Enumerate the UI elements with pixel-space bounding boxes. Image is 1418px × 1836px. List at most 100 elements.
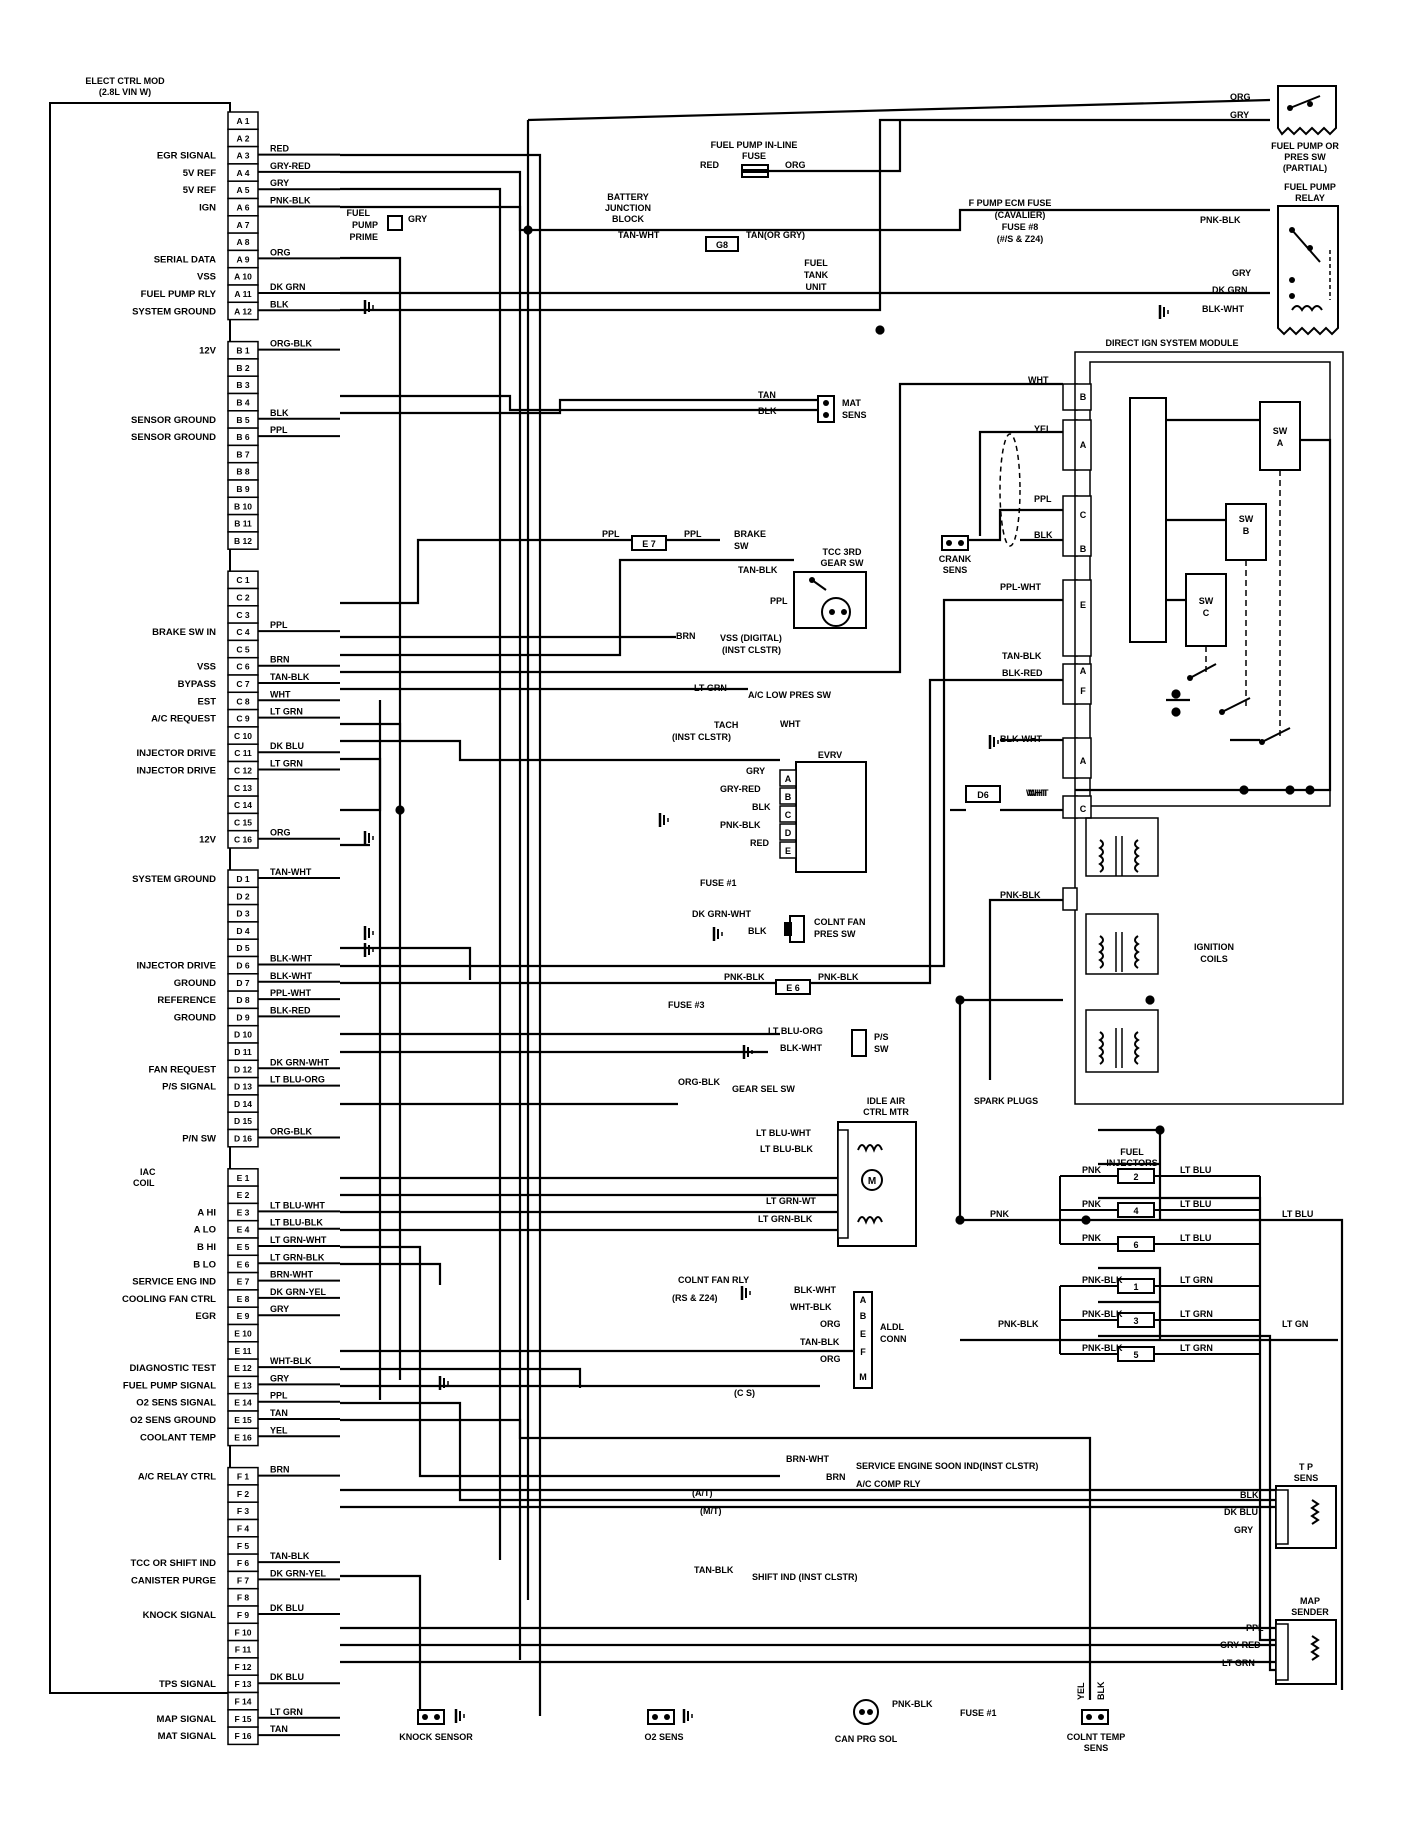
ecm-func-e13: FUEL PUMP SIGNAL (123, 1380, 216, 1391)
ecm-wire-b1: ORG-BLK (270, 339, 312, 349)
ecm-pin-label: E 15 (234, 1415, 252, 1425)
svg-text:SERVICE ENGINE SOON IND(INST C: SERVICE ENGINE SOON IND(INST CLSTR) (856, 1461, 1038, 1471)
svg-text:GRY: GRY (408, 214, 427, 224)
svg-text:C: C (1080, 804, 1087, 814)
svg-text:GRY: GRY (1232, 268, 1251, 278)
svg-text:BLK: BLK (748, 926, 767, 936)
wire-path (340, 558, 794, 657)
ecm-pin-label: B 10 (234, 501, 252, 511)
at-mt-labels: (A/T) (M/T) (692, 1488, 722, 1516)
ecm-wire-d16: ORG-BLK (270, 1127, 312, 1137)
svg-text:DK GRN: DK GRN (1212, 285, 1248, 295)
ecm-wire-e5: LT GRN-WHT (270, 1235, 327, 1245)
svg-text:TAN-BLK: TAN-BLK (800, 1337, 840, 1347)
direct-ign-system-module: DIRECT IGN SYSTEM MODULE SW A SW B SW C … (1000, 338, 1344, 1105)
wire-path (340, 1574, 422, 1716)
ecm-func-e16: COOLANT TEMP (140, 1432, 217, 1443)
ecm-pin-label: C 11 (234, 748, 252, 758)
svg-text:INJECTORS: INJECTORS (1106, 1158, 1157, 1168)
svg-text:WHT-BLK: WHT-BLK (790, 1302, 832, 1312)
svg-text:PPL: PPL (1034, 494, 1052, 504)
svg-text:B: B (785, 792, 792, 802)
svg-text:DIRECT IGN SYSTEM MODULE: DIRECT IGN SYSTEM MODULE (1105, 338, 1238, 348)
svg-text:FUSE #8: FUSE #8 (1002, 222, 1039, 232)
svg-text:A: A (860, 1295, 867, 1305)
ecm-pin-b12 (227, 531, 259, 550)
svg-text:B: B (1080, 392, 1087, 402)
svg-text:BLK-WHT: BLK-WHT (794, 1285, 836, 1295)
svg-text:SENS: SENS (842, 410, 867, 420)
svg-text:CTRL MTR: CTRL MTR (863, 1107, 909, 1117)
ecm-wire-f6: TAN-BLK (270, 1551, 310, 1561)
ecm-wire-c11: DK BLU (270, 741, 304, 751)
ecm-pin-label: E 4 (237, 1225, 250, 1235)
ground-icon (658, 813, 669, 827)
svg-text:UNIT: UNIT (806, 282, 827, 292)
svg-text:PPL: PPL (1246, 1623, 1264, 1633)
svg-text:WHT: WHT (1026, 788, 1047, 798)
svg-text:G8: G8 (716, 240, 728, 250)
fuel-pump-inline-fuse: FUEL PUMP IN-LINE FUSE RED ORG (700, 140, 806, 178)
ecm-pin-label: E 16 (234, 1432, 252, 1442)
ecm-func-e3: A HI (197, 1207, 216, 1218)
ecm-pin-label: B 9 (236, 484, 250, 494)
ecm-pin-label: E 1 (237, 1173, 250, 1183)
ecm-pin-label: E 5 (237, 1242, 250, 1252)
svg-text:LT BLU-BLK: LT BLU-BLK (760, 1144, 813, 1154)
coil-winding (1098, 935, 1104, 969)
svg-text:GRY: GRY (1234, 1525, 1253, 1535)
ecm-pin-label: B 6 (236, 432, 250, 442)
svg-text:PNK-BLK: PNK-BLK (892, 1699, 933, 1709)
injector-feed-pnkblk: PNK-BLK (998, 1319, 1039, 1329)
ecm-pin-label: C 8 (236, 696, 250, 706)
ecm-pin-label: B 5 (236, 415, 250, 425)
svg-text:BLK-WHT: BLK-WHT (1000, 734, 1042, 744)
junction-dot (1171, 707, 1181, 717)
ecm-pin-label: D 15 (234, 1116, 252, 1126)
wire-path (340, 256, 402, 1380)
ecm-pin-label: C 6 (236, 662, 250, 672)
coolant-temp-sensor: COLNT TEMP SENS YEL BLK (1067, 1681, 1126, 1753)
svg-text:LT BLU-WHT: LT BLU-WHT (756, 1128, 811, 1138)
wire-path (1160, 1334, 1276, 1672)
ecm-pin-label: A 5 (237, 185, 250, 195)
wire-path (340, 1156, 842, 1197)
svg-text:E: E (1080, 600, 1086, 610)
svg-text:BRN: BRN (826, 1472, 846, 1482)
svg-text:SW: SW (1239, 514, 1254, 524)
fuel-pump-pres-switch: FUEL PUMP OR PRES SW (PARTIAL) ORG GRY (1230, 85, 1339, 173)
svg-text:BLK-RED: BLK-RED (1002, 668, 1043, 678)
svg-text:(RS & Z24): (RS & Z24) (672, 1293, 718, 1303)
injector-number: 6 (1133, 1240, 1138, 1250)
ecm-wire-f15: LT GRN (270, 1707, 303, 1717)
ecm-func-e8: COOLING FAN CTRL (122, 1294, 216, 1305)
wire-path (340, 700, 382, 812)
svg-text:T P: T P (1299, 1462, 1313, 1472)
ecm-func-e9: EGR (195, 1311, 216, 1322)
svg-text:COILS: COILS (1200, 954, 1228, 964)
ecm-pin-label: D 5 (236, 943, 250, 953)
svg-text:IGNITION: IGNITION (1194, 942, 1234, 952)
svg-text:KNOCK SENSOR: KNOCK SENSOR (399, 1732, 473, 1742)
ecm-func-d1: SYSTEM GROUND (132, 874, 216, 885)
ecm-pin-label: D 9 (236, 1012, 250, 1022)
knock-sensor: KNOCK SENSOR (399, 1709, 473, 1742)
ignition-coils: IGNITION COILS SPARK PLUGS (974, 817, 1234, 1106)
ecm-pin-label: D 16 (234, 1134, 252, 1144)
iac-label: IAC (140, 1167, 156, 1177)
wire-path (968, 508, 1063, 542)
ecm-wire-c12: LT GRN (270, 759, 303, 769)
ecm-pin-label: A 12 (234, 306, 252, 316)
svg-text:BLK: BLK (1096, 1681, 1106, 1700)
svg-text:BRN: BRN (676, 631, 696, 641)
wire-path (340, 398, 818, 415)
fuel-pump-sw-label2: PRES SW (1284, 152, 1326, 162)
ecm-pin-label: A 10 (234, 272, 252, 282)
e6-connector: E 6 PNK-BLK PNK-BLK FUSE #3 (668, 972, 859, 1010)
svg-text:GRY-RED: GRY-RED (720, 784, 761, 794)
ecm-fuse-label: F PUMP ECM FUSE (CAVALIER) FUSE #8 (#/S … (969, 198, 1241, 244)
injector-feed-pnk: PNK (990, 1209, 1010, 1219)
ecm-wire-d13: LT BLU-ORG (270, 1075, 325, 1085)
ecm-pin-label: C 1 (236, 575, 250, 585)
